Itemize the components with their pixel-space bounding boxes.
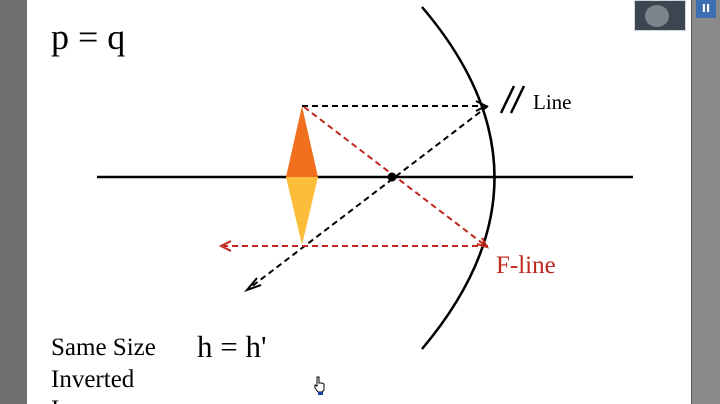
pause-label: II bbox=[701, 2, 711, 15]
partially-hidden-label: I bbox=[51, 396, 59, 404]
object-upright bbox=[286, 106, 318, 177]
reflected-ray-arrowhead bbox=[243, 277, 262, 293]
same-size-label: Same Size bbox=[51, 334, 156, 361]
reflected-ray-through-focus bbox=[250, 105, 489, 288]
hand-pointer-icon bbox=[314, 376, 325, 395]
thumbnail-figure bbox=[645, 5, 669, 27]
focal-point bbox=[387, 172, 397, 182]
concave-mirror bbox=[421, 6, 496, 350]
double-slash-mark bbox=[499, 85, 526, 114]
magnification-equation: h = h' bbox=[197, 329, 267, 364]
image-inverted bbox=[286, 177, 318, 245]
f-line-label: F-line bbox=[496, 252, 556, 279]
webcam-thumbnail[interactable] bbox=[634, 0, 686, 31]
parallel-ray-arrowhead bbox=[475, 100, 489, 112]
concave-mirror-diagram bbox=[97, 6, 633, 350]
reflected-parallel-arrowhead bbox=[218, 240, 232, 252]
slide-canvas: p = q Line F-line Same Size h = h' Inver… bbox=[27, 0, 691, 404]
line-label: Line bbox=[533, 90, 572, 114]
equation-p-equals-q: p = q bbox=[51, 17, 126, 57]
presentation-side-strip bbox=[691, 0, 720, 404]
pause-icon[interactable]: II bbox=[696, 0, 716, 18]
inverted-label: Inverted bbox=[51, 366, 135, 393]
